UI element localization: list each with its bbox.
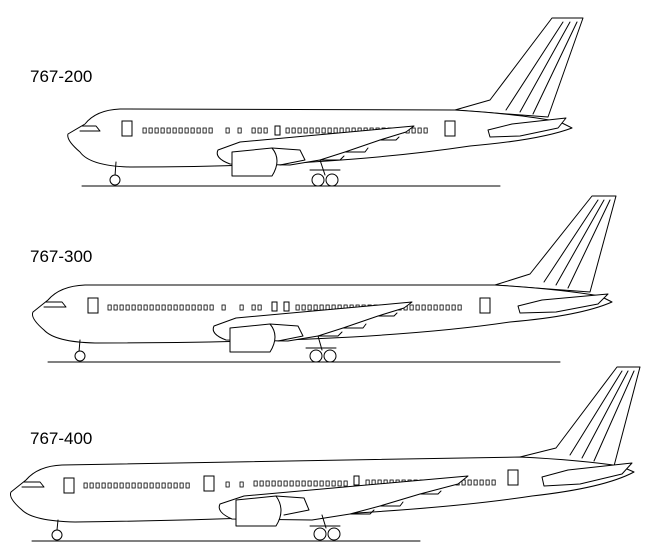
- nose-wheel: [51, 529, 63, 541]
- engine: [231, 147, 278, 177]
- engine-pylon: [269, 323, 304, 342]
- main-wheel: [323, 349, 337, 363]
- door: [283, 301, 290, 312]
- door: [87, 297, 99, 314]
- door: [271, 301, 278, 312]
- door: [63, 477, 75, 494]
- nose-gear-strut: [78, 339, 81, 353]
- door: [444, 120, 456, 137]
- door: [353, 475, 360, 486]
- fin-lines: [543, 199, 611, 289]
- door: [203, 475, 215, 492]
- door: [479, 297, 491, 314]
- vertical-stabilizer: [494, 195, 617, 293]
- door: [507, 469, 519, 486]
- main-wheel: [327, 527, 341, 541]
- door: [121, 120, 133, 137]
- nose-wheel: [74, 350, 86, 362]
- door: [274, 125, 281, 136]
- horizontal-stabilizer: [517, 293, 609, 314]
- flap-fairings: [319, 136, 400, 161]
- cockpit-windows: [43, 301, 67, 308]
- aircraft-767-300: 767-300: [30, 195, 617, 363]
- vertical-stabilizer: [454, 17, 584, 118]
- main-gear-strut: [309, 159, 341, 176]
- main-gear-strut: [309, 514, 341, 529]
- fin-lines: [569, 370, 635, 462]
- label-767-400: 767-400: [30, 429, 92, 448]
- aircraft-767-400: 767-400: [10, 366, 641, 542]
- flap-fairings: [317, 312, 398, 337]
- main-wheel: [309, 349, 323, 363]
- horizontal-stabilizer: [541, 462, 633, 487]
- engine: [229, 323, 276, 353]
- main-gear-strut: [305, 335, 337, 351]
- engine: [235, 495, 282, 527]
- cockpit-windows: [21, 481, 45, 488]
- flap-fairings: [349, 490, 442, 515]
- label-767-200: 767-200: [30, 67, 92, 86]
- nose-wheel: [109, 174, 121, 186]
- nose-gear-strut: [56, 519, 59, 531]
- main-wheel: [311, 173, 325, 187]
- fin-lines: [505, 21, 578, 115]
- engine-pylon: [271, 147, 306, 166]
- main-wheel: [325, 173, 339, 187]
- nose-gear-strut: [114, 161, 117, 177]
- main-wheel: [313, 527, 327, 541]
- label-767-300: 767-300: [30, 247, 92, 266]
- aircraft-767-200: 767-200: [30, 17, 584, 187]
- engine-pylon: [275, 495, 310, 516]
- cockpit-windows: [79, 125, 101, 132]
- horizontal-stabilizer: [487, 117, 567, 138]
